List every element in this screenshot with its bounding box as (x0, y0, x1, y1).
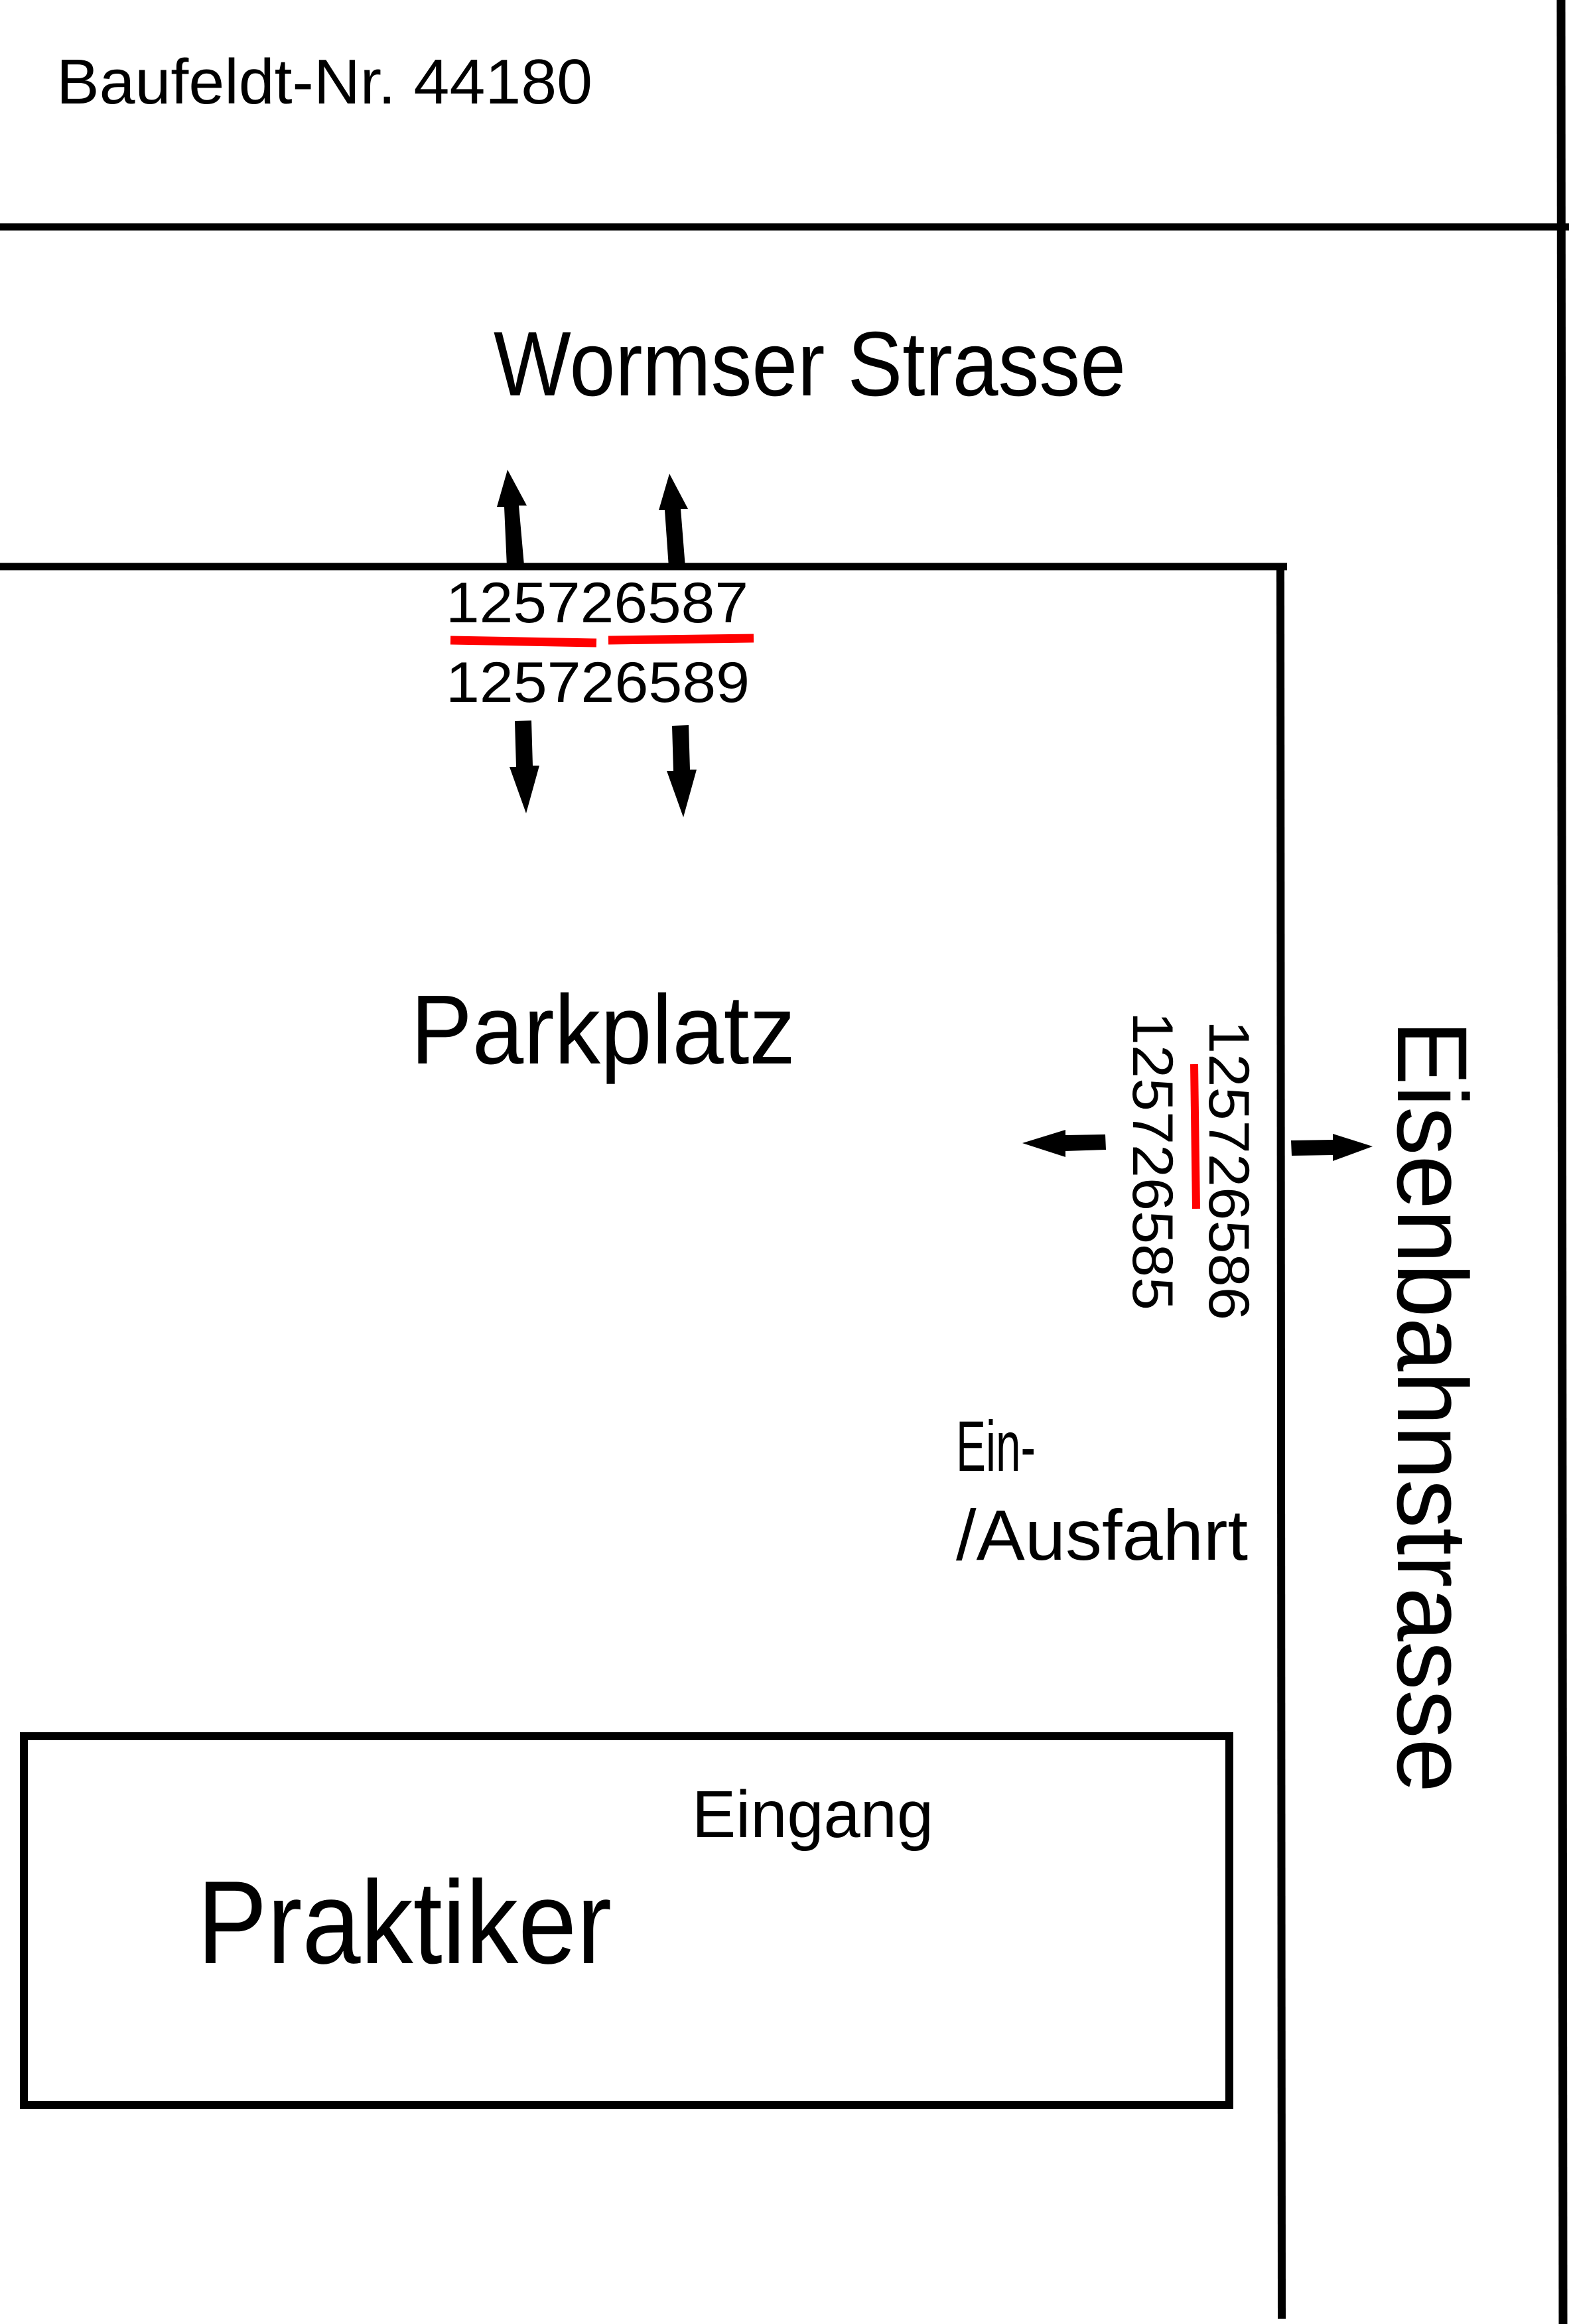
boundary-mark-right (1190, 1063, 1200, 1209)
baufeld-number-label: Baufeldt-Nr. 44180 (56, 46, 592, 117)
store-entrance-label: Eingang (692, 1777, 933, 1852)
right-border-line (1556, 0, 1568, 2324)
parcel-number-right-inner: 125726585 (1121, 1012, 1184, 1310)
arrow-down-icon (510, 720, 539, 813)
arrow-down-icon (667, 725, 697, 817)
street-name-wormser: Wormser Strasse (494, 313, 1126, 415)
arrow-up-icon (659, 474, 688, 567)
parking-lot-label: Parkplatz (411, 975, 795, 1085)
arrow-left-icon (1022, 1130, 1106, 1157)
parking-right-boundary (1276, 563, 1286, 2319)
parcel-number-right-outer: 125726586 (1197, 1020, 1261, 1320)
street-name-eisenbahn: Eisenbahnstrasse (1377, 1020, 1488, 1793)
arrow-up-icon (497, 470, 527, 567)
entry-exit-label-line2: /Ausfahrt (956, 1495, 1248, 1575)
entry-exit-label-line1: Ein- (956, 1406, 1036, 1486)
boundary-mark-top-right (608, 634, 754, 645)
store-building (20, 1732, 1233, 2109)
parcel-number-top-upper: 125726587 (446, 571, 748, 635)
store-name-label: Praktiker (197, 1856, 612, 1988)
parcel-number-top-lower: 125726589 (446, 651, 750, 715)
arrow-right-icon (1291, 1134, 1373, 1161)
boundary-mark-top-left (450, 636, 597, 648)
